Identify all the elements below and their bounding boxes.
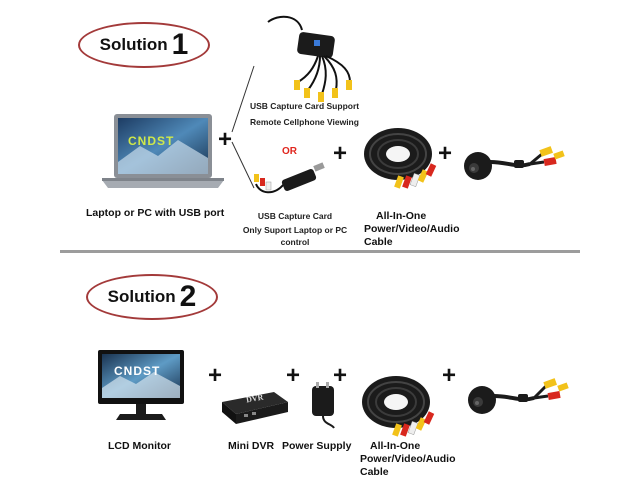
plus-sign: + bbox=[442, 362, 457, 389]
plus-sign: + bbox=[333, 140, 348, 167]
monitor-brand-text: CNDST bbox=[114, 364, 161, 378]
cable-label-2-line1: All-In-One bbox=[370, 440, 421, 452]
plus-sign: + bbox=[438, 140, 453, 167]
or-label: OR bbox=[282, 146, 297, 157]
mini-dvr-label: Mini DVR bbox=[228, 440, 275, 452]
connector-lines bbox=[228, 60, 268, 200]
usb-card-label: USB Capture Card Only Suport Laptop or P… bbox=[228, 210, 362, 248]
plus-sign: + bbox=[218, 126, 233, 153]
mini-dvr-image: DVR bbox=[218, 388, 290, 428]
camera-image bbox=[458, 140, 568, 188]
cable-label-1-line2: Power/Video/Audio bbox=[364, 223, 460, 235]
power-supply-label: Power Supply bbox=[282, 440, 352, 452]
lcd-monitor-image: CNDST bbox=[96, 348, 186, 422]
usb-card-support-line1: USB Capture Card Support bbox=[250, 101, 360, 111]
all-in-one-cable-image-2 bbox=[356, 366, 438, 446]
cable-label-2-line3: Cable bbox=[360, 466, 389, 478]
solution-2-title-number: 2 bbox=[179, 280, 197, 313]
solution-2-title-word: Solution bbox=[107, 287, 176, 306]
laptop-label: Laptop or PC with USB port bbox=[86, 207, 225, 219]
solution-1-badge: Solution 1 bbox=[78, 22, 210, 68]
laptop-brand-text: CNDST bbox=[128, 134, 175, 148]
plus-sign: + bbox=[333, 362, 348, 389]
plus-sign: + bbox=[208, 362, 223, 389]
plus-sign: + bbox=[286, 362, 301, 389]
usb-capture-card-image bbox=[250, 160, 330, 200]
cable-label-2-line2: Power/Video/Audio bbox=[360, 453, 456, 465]
cable-label-1-line1: All-In-One bbox=[376, 210, 427, 222]
usb-capture-card-4ch-image bbox=[258, 12, 362, 102]
solution-1-title-word: Solution bbox=[99, 35, 168, 54]
usb-card-line1: USB Capture Card bbox=[257, 211, 333, 221]
usb-card-support-label: USB Capture Card Support Remote Cellphon… bbox=[250, 100, 370, 128]
cable-label-1: All-In-One Power/Video/Audio Cable bbox=[364, 210, 464, 249]
all-in-one-cable-image bbox=[358, 118, 440, 198]
power-supply-image bbox=[304, 380, 344, 430]
cable-label-1-line3: Cable bbox=[364, 236, 393, 248]
solution-1-title-number: 1 bbox=[171, 28, 189, 61]
cable-label-2: All-In-One Power/Video/Audio Cable bbox=[360, 440, 460, 479]
usb-card-line2: Only Suport Laptop or PC control bbox=[242, 225, 348, 247]
laptop-image: CNDST bbox=[100, 112, 226, 192]
camera-image-2 bbox=[462, 370, 572, 420]
usb-card-support-line2: Remote Cellphone Viewing bbox=[250, 117, 359, 127]
monitor-label: LCD Monitor bbox=[108, 440, 171, 452]
solution-2-badge: Solution 2 bbox=[86, 274, 218, 320]
section-divider bbox=[60, 250, 580, 253]
